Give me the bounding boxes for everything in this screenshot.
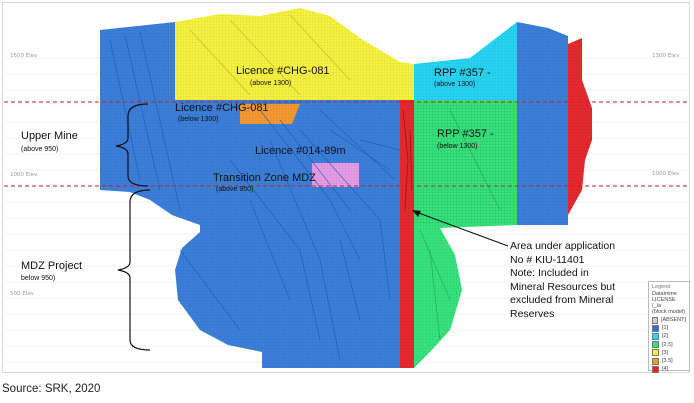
- elevation-label-1000-left: 1000 Elev: [10, 172, 38, 178]
- transition-zone-title: Transition Zone MDZ: [213, 172, 316, 184]
- licence-chg-lower-note: (below 1300): [178, 116, 219, 123]
- elevation-label-1500: 1500 Elev: [10, 53, 38, 59]
- annotation-line: Area under application: [510, 240, 616, 252]
- legend-title: Legend: [652, 284, 671, 290]
- legend-subtitle-line: Dataimine: [652, 291, 677, 297]
- upper-mine-brace: [115, 103, 149, 187]
- legend-item: [1]: [652, 324, 686, 332]
- legend-item: [3.5]: [652, 357, 686, 365]
- block-grid-texture: [100, 8, 592, 368]
- application-annotation: Area under application No # KIU-11401 No…: [510, 240, 615, 321]
- long-section-drawing: [4, 8, 690, 368]
- legend-item: [2.5]: [652, 341, 686, 349]
- elevation-label-500: 500 Elev: [10, 291, 34, 297]
- legend-swatch: [652, 324, 659, 332]
- legend-label: [2]: [662, 333, 669, 340]
- elevation-label-1000-right: 1000 Elev: [652, 171, 680, 177]
- upper-mine-title: Upper Mine: [21, 130, 78, 142]
- rpp-upper-note: (above 1300): [434, 81, 476, 88]
- annotation-line: excluded from Mineral: [510, 294, 614, 306]
- legend-label: [1]: [662, 325, 669, 332]
- rpp-lower-title: RPP #357 -: [437, 128, 494, 140]
- licence-chg-upper-title: Licence #CHG-081: [236, 65, 330, 77]
- legend-item: [ABSENT]: [652, 316, 686, 324]
- legend-label: [2.5]: [662, 341, 673, 348]
- long-section-figure: 1500 Elev 1300 Elev 1000 Elev 1000 Elev …: [2, 2, 690, 373]
- legend-subtitle-line: LICENSE (_la: [652, 297, 676, 309]
- upper-workings: [189, 14, 351, 96]
- red-workings: [402, 109, 413, 211]
- rpp-lower-note: (below 1300): [437, 143, 478, 150]
- mdz-project-note: below 950): [21, 275, 56, 282]
- legend-swatch: [652, 349, 659, 357]
- legend-swatch: [652, 332, 659, 340]
- mdz-project-title: MDZ Project: [21, 260, 83, 272]
- legend-item: [2]: [652, 332, 686, 340]
- legend: Legend Dataimine LICENSE (_la (block mod…: [648, 281, 690, 373]
- annotation-line: Mineral Resources but: [510, 280, 616, 293]
- legend-items: [ABSENT][1][2][2.5][3] [3.5][4]: [652, 316, 686, 373]
- rpp-upper-title: RPP #357 -: [434, 67, 491, 79]
- legend-label: [3]: [662, 349, 669, 356]
- legend-swatch: [652, 365, 659, 373]
- legend-swatch: [652, 316, 658, 324]
- annotation-line: No # KIU-11401: [510, 253, 585, 266]
- figure-frame: [2, 2, 690, 373]
- elevation-label-1300: 1300 Elev: [652, 53, 680, 59]
- annotation-line: Reserves: [510, 307, 555, 320]
- legend-item: [3]: [652, 349, 686, 357]
- licence-chg-upper-note: (above 1300): [250, 80, 292, 87]
- annotation-arrow: [412, 210, 509, 247]
- licence-chg-lower-title: Licence #CHG-081: [175, 102, 269, 114]
- green-workings: [419, 109, 501, 341]
- legend-swatch: [652, 341, 659, 349]
- legend-swatch: [652, 357, 659, 365]
- mdz-project-brace: [117, 189, 151, 351]
- transition-zone-note: (above 950): [216, 186, 254, 193]
- upper-mine-note: (above 950): [21, 146, 59, 153]
- underground-workings: [109, 31, 401, 361]
- annotation-line: Note: Included in: [510, 267, 589, 279]
- source-caption: Source: SRK, 2020: [2, 383, 101, 395]
- licence-014-title: Licence #014-89m: [255, 145, 346, 157]
- legend-label: [4]: [662, 366, 669, 373]
- legend-subtitle-line: (block model): [652, 309, 686, 315]
- legend-label: [ABSENT]: [660, 317, 686, 324]
- legend-label: [3.5]: [662, 358, 673, 365]
- legend-item: [4]: [652, 365, 686, 373]
